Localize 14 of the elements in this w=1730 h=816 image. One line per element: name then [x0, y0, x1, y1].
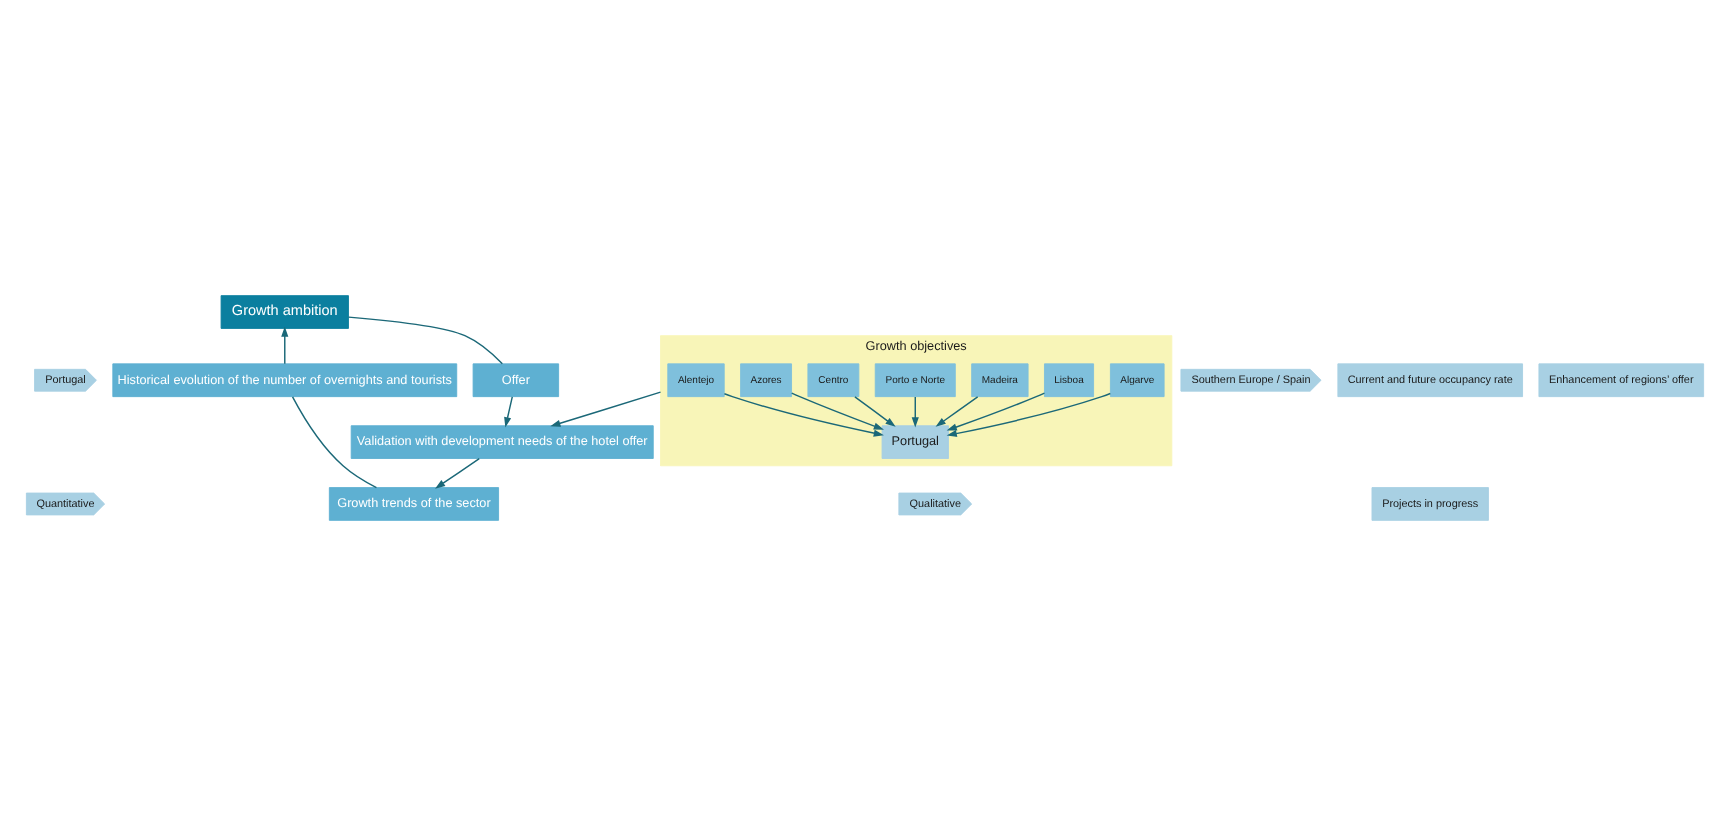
arrow [550, 391, 662, 427]
arrow [504, 396, 513, 428]
arrow [791, 392, 884, 430]
arrow [935, 396, 979, 427]
arrow [946, 392, 1046, 431]
connector [347, 316, 504, 365]
arrow [723, 393, 884, 437]
arrow [946, 392, 1112, 437]
connector [291, 396, 378, 489]
arrow [854, 396, 896, 427]
arrow [281, 326, 289, 365]
arrow [911, 396, 919, 428]
node-box: Growth ambition [220, 295, 349, 329]
arrow [435, 457, 480, 489]
